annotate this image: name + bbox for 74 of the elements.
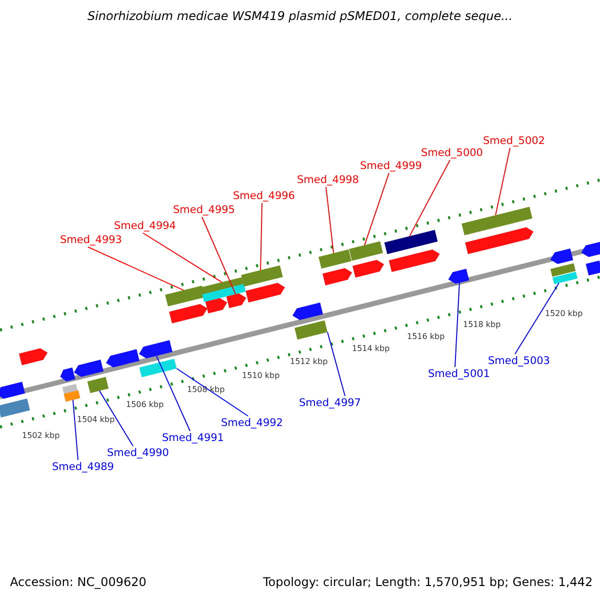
leader-line — [88, 246, 184, 291]
gene-label: Smed_5003 — [488, 355, 550, 367]
leader-line — [156, 355, 190, 432]
scale-label: 1510 kbp — [242, 370, 280, 382]
gene-label: Smed_4997 — [299, 397, 361, 409]
scale-label: 1512 kbp — [290, 356, 328, 368]
leader-line — [142, 232, 222, 283]
gene-block — [246, 282, 285, 303]
gene-block — [448, 268, 470, 284]
leader-line — [454, 282, 460, 368]
leader-line — [176, 368, 248, 416]
leader-line — [260, 202, 262, 271]
scale-label: 1504 kbp — [77, 414, 115, 426]
gene-block — [139, 340, 172, 358]
gene-label: Smed_4993 — [60, 234, 122, 246]
leader-line — [514, 282, 560, 354]
gene-block — [169, 304, 208, 324]
scale-label: 1520 kbp — [545, 308, 583, 320]
gene-label: Smed_5000 — [421, 147, 483, 159]
scale-label: 1516 kbp — [407, 331, 445, 343]
gene-block — [349, 241, 383, 261]
gene-block — [552, 272, 578, 284]
gene-label: Smed_4990 — [107, 447, 169, 459]
scale-label: 1518 kbp — [463, 319, 501, 331]
gene-block — [318, 249, 352, 269]
gene-block — [60, 367, 76, 382]
gene-block — [62, 384, 78, 394]
gene-block — [0, 382, 26, 399]
leader-line — [98, 390, 134, 446]
gene-label: Smed_4989 — [52, 461, 114, 473]
gene-block — [106, 349, 140, 368]
scale-label: 1502 kbp — [22, 430, 60, 442]
gene-block — [581, 242, 600, 258]
gene-label: Smed_4991 — [162, 432, 224, 444]
title: Sinorhizobium medicae WSM419 plasmid pSMED01, complete seque... — [86, 10, 514, 22]
gene-label: Smed_4998 — [297, 174, 359, 186]
gene-block — [139, 358, 177, 378]
gene-block — [550, 263, 576, 277]
gene-block — [241, 265, 283, 287]
gene-block — [586, 260, 600, 276]
gene-block — [465, 227, 534, 254]
gene-label: Smed_4996 — [233, 190, 295, 202]
gene-label: Smed_4992 — [221, 417, 283, 429]
gene-label: Smed_4994 — [114, 220, 176, 232]
scale-label: 1508 kbp — [187, 384, 225, 396]
gene-label: Smed_5001 — [428, 368, 490, 380]
scale-label: 1514 kbp — [352, 343, 390, 355]
gene-block — [550, 248, 574, 264]
gene-label: Smed_4995 — [173, 204, 235, 216]
gene-label: Smed_5002 — [483, 135, 545, 147]
gene-block — [165, 286, 205, 306]
gene-block — [352, 260, 384, 278]
gene-label: Smed_4999 — [360, 160, 422, 172]
gene-block — [202, 284, 246, 302]
scale-label: 1506 kbp — [126, 399, 164, 411]
leader-line — [364, 172, 390, 246]
gene-block — [462, 206, 532, 236]
gene-block — [64, 390, 80, 402]
leader-line — [326, 186, 334, 254]
info-text: Accession: NC_009620 — [10, 576, 146, 588]
gene-block — [87, 376, 109, 394]
gene-block — [18, 348, 48, 366]
gene-block — [294, 320, 328, 340]
gene-block — [388, 249, 440, 272]
leader-line — [202, 216, 236, 295]
leader-line — [495, 148, 510, 216]
leader-line — [327, 332, 346, 396]
leader-line — [72, 399, 78, 460]
gene-block — [322, 268, 352, 286]
gene-block — [384, 230, 438, 254]
gene-block — [292, 302, 323, 320]
gene-block — [226, 293, 246, 308]
leader-line — [409, 160, 450, 237]
info-text: Topology: circular; Length: 1,570,951 bp; Genes: 1,442 — [263, 576, 593, 588]
